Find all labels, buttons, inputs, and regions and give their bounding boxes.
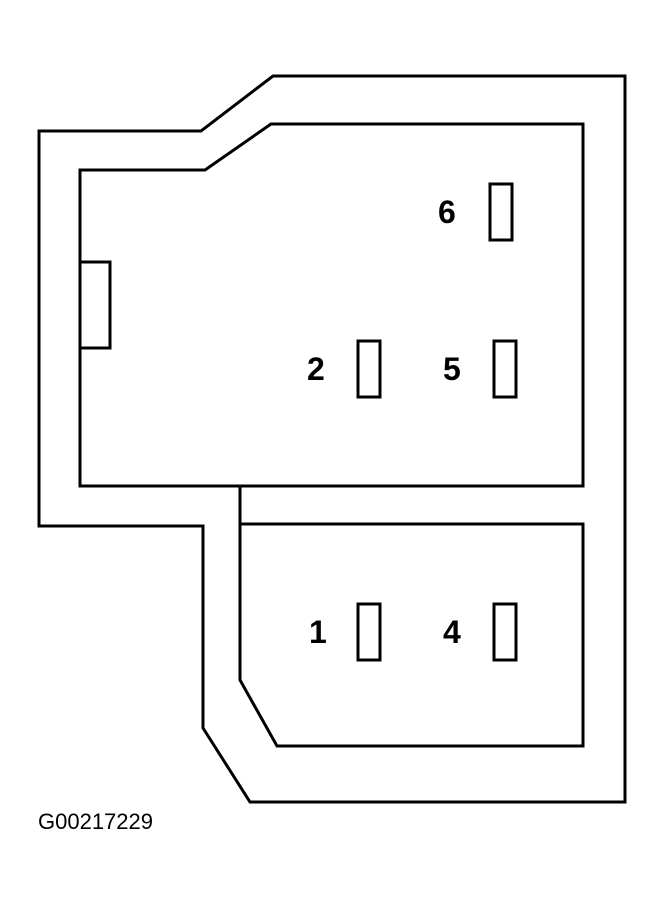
terminal-slot-4 [492, 602, 518, 662]
terminal-slot-5 [492, 339, 518, 399]
terminal-label-1: 1 [309, 614, 327, 650]
reference-code: G00217229 [38, 809, 153, 834]
terminal-label-2: 2 [307, 351, 325, 387]
terminal-label-6: 6 [438, 194, 456, 230]
lower-cavity-outline [238, 522, 585, 748]
terminal-slot-1 [356, 602, 382, 662]
upper-cavity-outline [78, 122, 585, 488]
terminal-slot-2 [356, 339, 382, 399]
locking-tab [78, 260, 112, 350]
divider-strip [238, 486, 583, 526]
terminal-label-4: 4 [443, 614, 461, 650]
terminal-label-5: 5 [443, 351, 461, 387]
connector-housing-outline [37, 74, 627, 804]
terminal-slot-6 [488, 182, 514, 242]
